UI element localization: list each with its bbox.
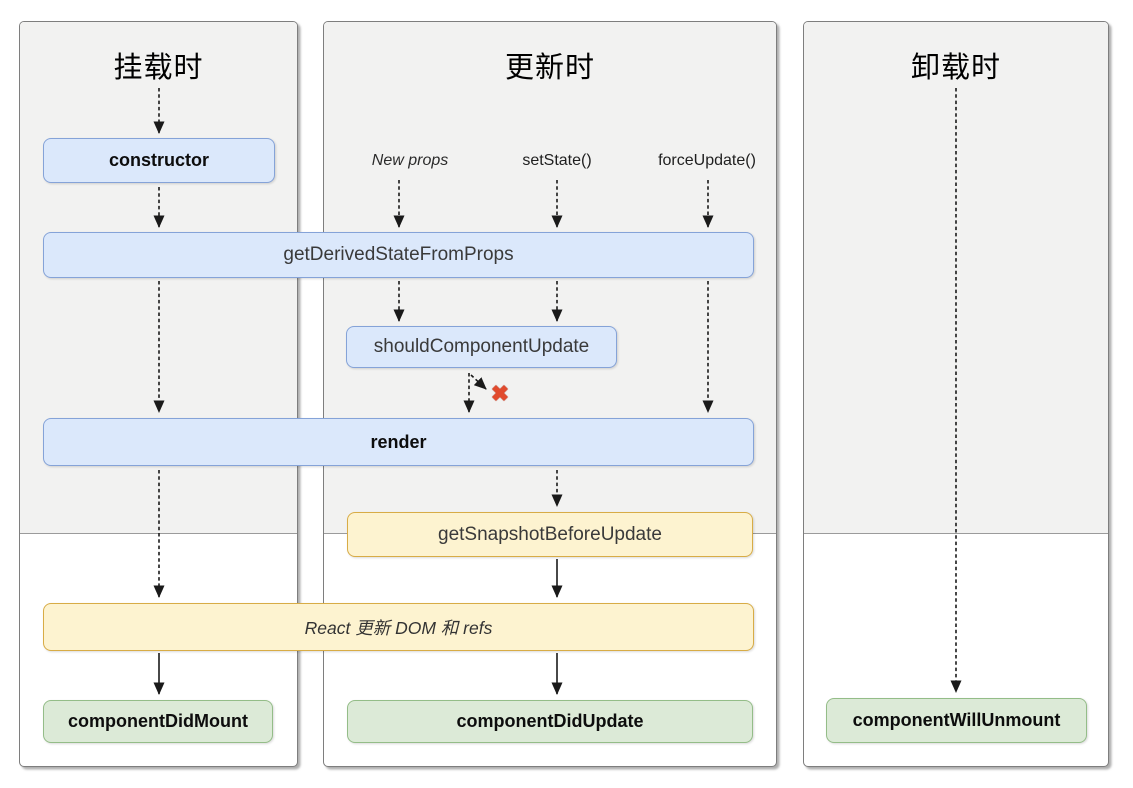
panel-unmounting: 卸载时 [803,21,1109,767]
trigger-force-update: forceUpdate() [658,152,756,169]
node-get-snapshot-before-update: getSnapshotBeforeUpdate [347,512,753,557]
panel-title-mounting: 挂载时 [113,52,204,84]
cancel-x-icon: ✖ [490,381,510,406]
panel-title-updating: 更新时 [504,52,595,84]
node-react-updates-dom-and-refs: React 更新 DOM 和 refs [43,603,754,651]
node-should-component-update: shouldComponentUpdate [346,326,617,368]
node-label: getSnapshotBeforeUpdate [438,523,662,545]
render-phase-zone [804,22,1108,534]
node-component-will-unmount: componentWillUnmount [826,698,1087,743]
trigger-new-props: New props [371,152,449,169]
node-get-derived-state-from-props: getDerivedStateFromProps [43,232,754,278]
node-label: getDerivedStateFromProps [283,244,514,265]
node-component-did-mount: componentDidMount [43,700,273,743]
trigger-set-state: setState() [522,152,592,169]
panel-mounting: 挂载时 [19,21,298,767]
node-label: componentWillUnmount [852,710,1061,730]
node-label: constructor [108,150,209,170]
panel-updating: 更新时 [323,21,777,767]
panel-title-unmounting: 卸载时 [910,52,1001,84]
node-component-did-update: componentDidUpdate [347,700,753,743]
node-label: componentDidMount [68,711,248,731]
node-label: render [370,431,427,452]
node-label: componentDidUpdate [456,711,644,731]
node-render: render [43,418,754,466]
node-label: shouldComponentUpdate [373,336,590,357]
node-label: React 更新 DOM 和 refs [304,617,493,638]
node-constructor: constructor [43,138,275,183]
